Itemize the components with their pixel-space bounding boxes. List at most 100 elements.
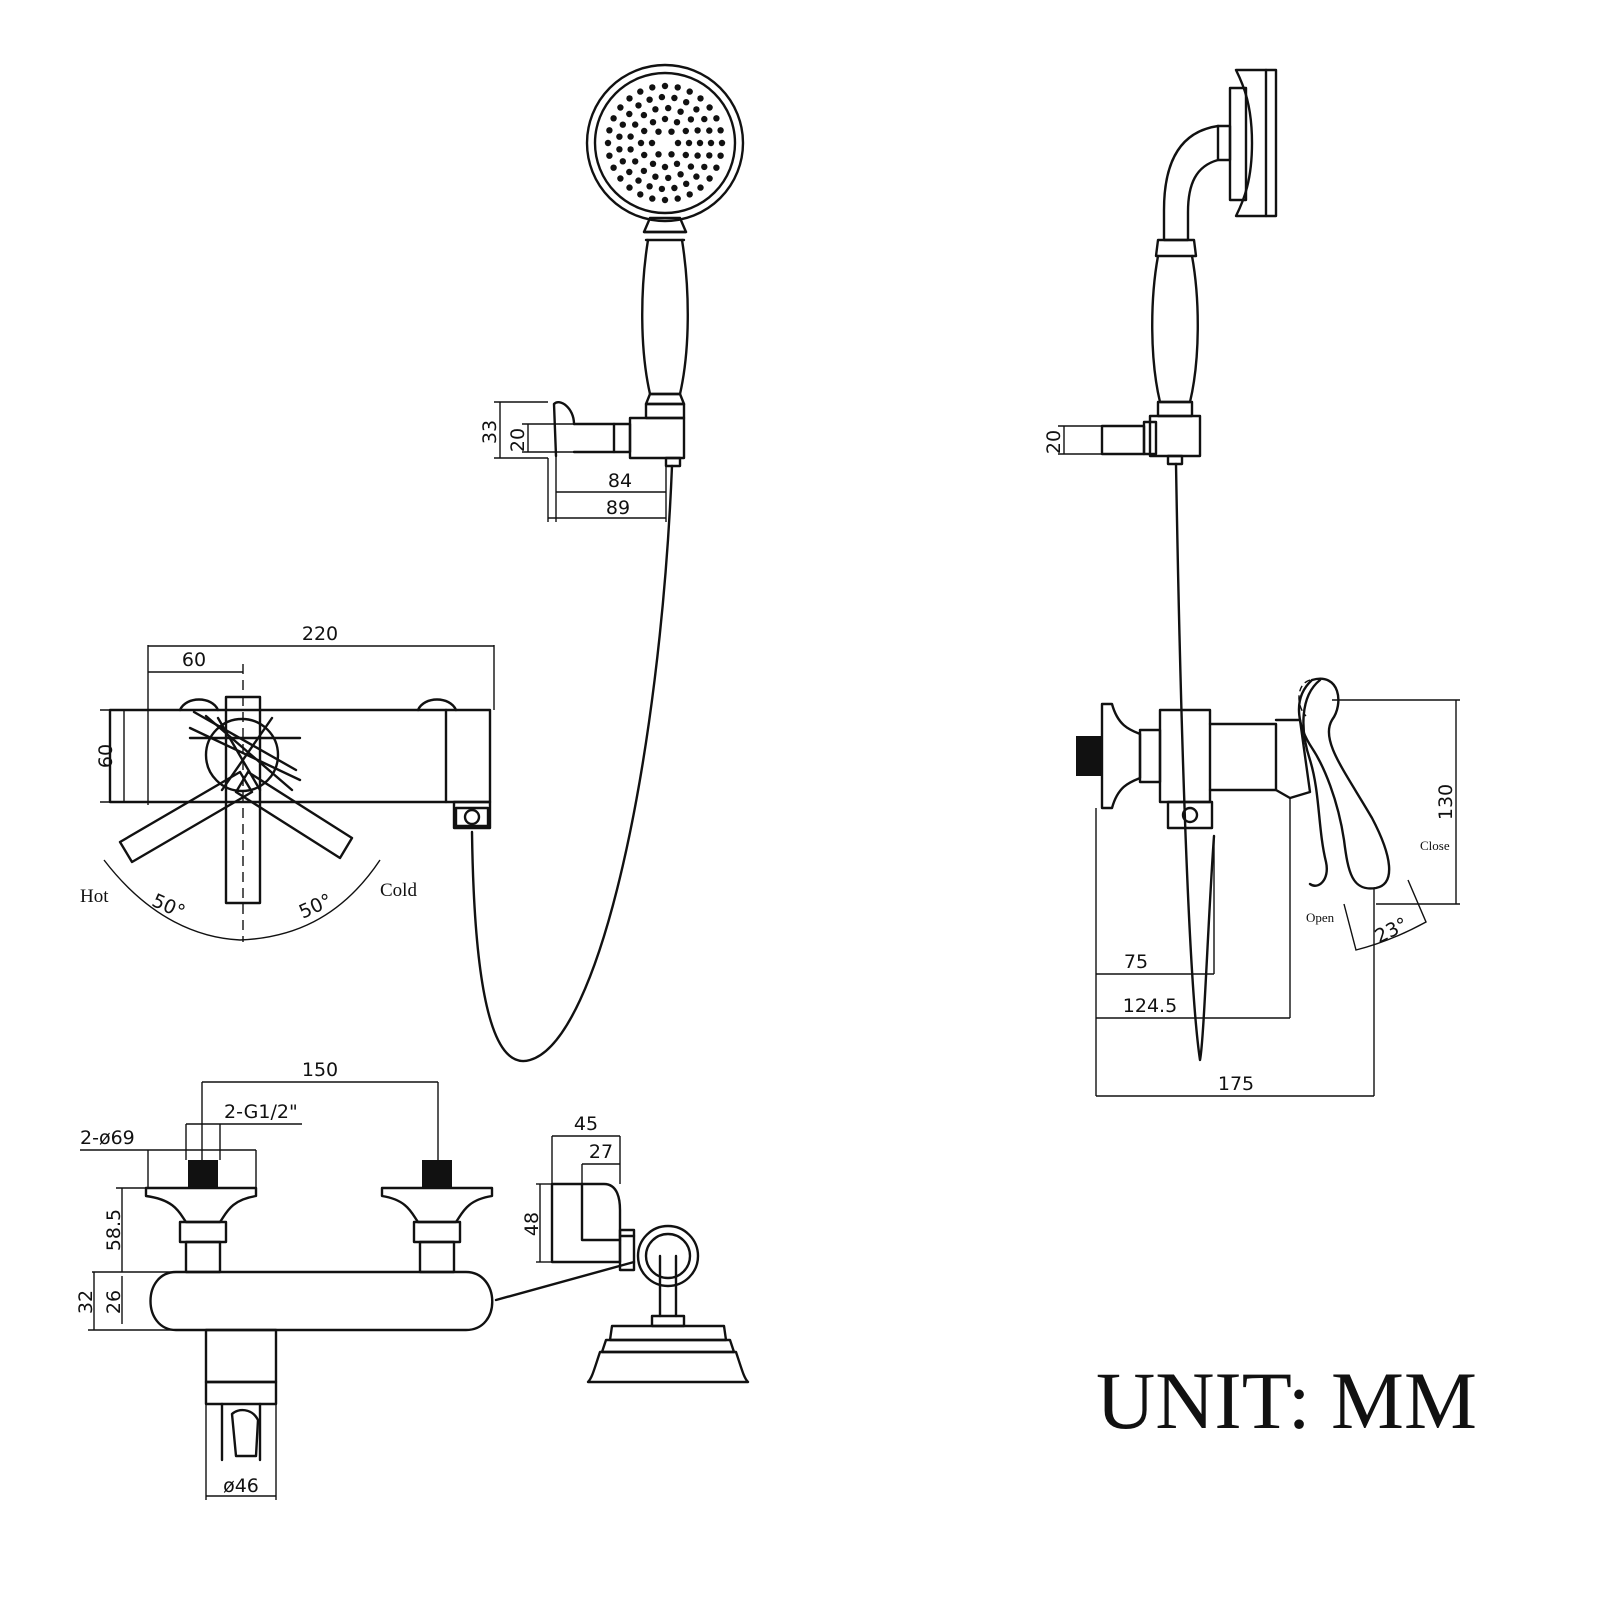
shower-nozzle-dot [673,119,681,126]
shower-nozzle-dot [701,163,708,171]
shower-nozzle-dot [655,128,662,135]
shower-nozzle-dot [610,164,617,171]
shower-nozzle-dot [619,158,626,165]
shower-nozzle-dot [606,152,613,159]
mixer-front-view [144,1160,636,1462]
shower-nozzle-dot [655,151,662,158]
shower-nozzle-dot [637,88,644,95]
shower-nozzle-dot [637,139,645,147]
shower-nozzle-dot [696,139,704,147]
shower-nozzle-dot [694,127,701,134]
shower-nozzle-dot [682,151,689,159]
shower-nozzle-dot [682,127,689,135]
shower-nozzle-dot [685,139,693,147]
shower-nozzle-dot [606,127,613,134]
handset-bracket-dimensions: 33 20 84 89 [479,401,667,522]
side-dim-175: 175 [1218,1073,1254,1095]
shower-nozzle-dot [652,106,659,113]
shower-nozzle-dot [683,180,690,187]
shower-nozzle-dot [640,167,648,175]
front-dim-150: 150 [302,1059,338,1081]
open-label: Open [1306,910,1335,925]
top-dim-60-width: 60 [182,649,206,671]
shower-nozzle-dot [649,84,656,91]
shower-nozzle-dot [671,184,678,192]
shower-nozzle-dot [617,175,624,182]
front-dim-58-5: 58.5 [103,1209,125,1251]
shower-nozzle-dot [665,174,672,182]
shower-nozzle-dot [701,115,708,123]
holder-dimensions: 45 27 48 [521,1113,621,1263]
wall-holder-view [550,1182,750,1384]
shower-nozzle-dot [693,106,700,113]
shower-nozzle-dot [646,183,653,190]
shower-nozzle-dot [665,104,672,112]
holder-dim-27: 27 [589,1141,613,1163]
cold-label: Cold [380,880,417,901]
hose-icon [470,464,674,1063]
shower-nozzle-dot [661,82,669,90]
shower-nozzle-dot [635,102,642,109]
shower-nozzle-dot [694,152,701,159]
spout-icon [204,1328,278,1462]
shower-nozzle-dot [626,95,633,102]
mixer-front-dimensions: 150 2-G1/2" 2-ø69 58.5 32 26 ø46 [75,1059,439,1500]
shower-nozzle-dot [677,108,684,115]
shower-nozzle-dot [674,195,681,202]
shower-nozzle-dot [668,128,675,135]
shower-nozzle-dot [706,104,713,111]
shower-nozzle-dot [632,121,639,128]
shower-nozzle-dot [658,185,666,193]
side-dim-20: 20 [1043,430,1065,454]
unit-label: UNIT: MM [1096,1355,1477,1446]
shower-nozzle-dot [626,110,633,118]
shower-nozzle-dot [637,191,644,198]
cross-handle-icon [118,664,354,942]
holder-dim-45: 45 [574,1113,598,1135]
shower-nozzle-dot [686,88,693,95]
side-angle: 23° [1371,913,1411,948]
shower-nozzle-dot [648,139,656,147]
shower-nozzle-dot [617,104,624,111]
shower-nozzle-dot [683,99,690,106]
shower-nozzle-dot [687,163,695,170]
shower-nozzle-dot [671,94,678,102]
bracket-dim-89: 89 [606,497,630,519]
shower-nozzle-dot [619,121,626,128]
mixer-top-view [103,664,492,942]
shower-nozzle-dot [616,146,623,153]
shower-nozzle-dot [626,184,633,191]
side-dim-130: 130 [1435,784,1457,820]
shower-nozzle-dot [718,139,726,147]
shower-nozzle-dot [649,195,656,202]
shower-nozzle-dot [697,95,704,102]
close-label: Close [1420,838,1450,853]
holder-dim-48: 48 [521,1212,543,1236]
shower-nozzle-dot [668,151,675,158]
shower-nozzle-dot [646,96,653,103]
side-dim-124-5: 124.5 [1123,995,1177,1017]
hand-shower-icon [552,63,745,468]
shower-nozzle-dot [661,163,669,171]
shower-nozzle-dot [626,168,633,176]
thread-label: 2-G1/2" [224,1101,298,1123]
front-dim-26: 26 [103,1290,125,1314]
shower-nozzle-dot [677,171,684,178]
shower-nozzle-dot [649,119,657,126]
shower-nozzle-dot [713,164,720,171]
shower-nozzle-dot [693,173,700,180]
shower-nozzle-dot [674,139,682,147]
shower-nozzle-dot [652,173,659,180]
shower-nozzle-dot [673,160,681,167]
shower-nozzle-dot [604,139,612,147]
shower-nozzle-dot [717,127,724,134]
wall-flange-icon [144,1160,258,1274]
front-dim-32: 32 [75,1290,97,1314]
shower-nozzle-dot [717,152,724,159]
shower-nozzle-dot [658,93,666,101]
side-hand-shower: 20 [1043,68,1278,1062]
hot-label: Hot [80,886,109,907]
bracket-dim-84: 84 [608,470,632,492]
shower-nozzle-dot [713,115,720,122]
